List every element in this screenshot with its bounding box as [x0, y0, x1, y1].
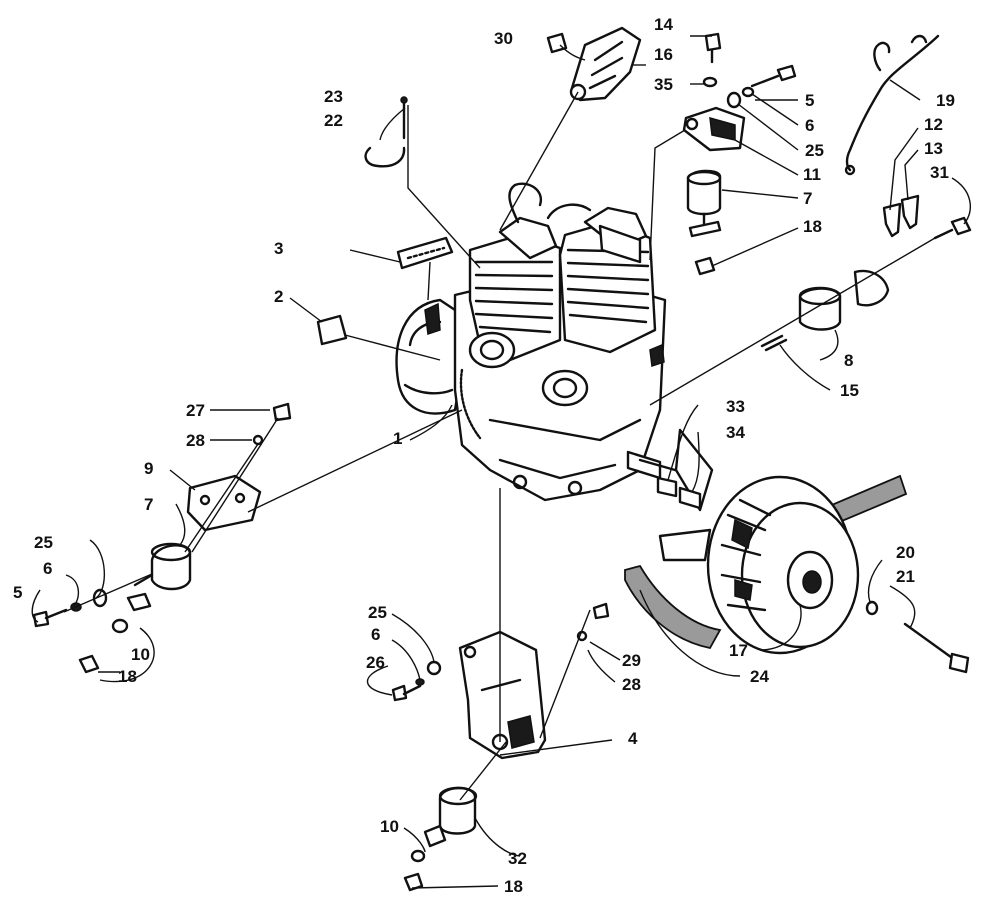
- left-mount-group: [32, 402, 292, 674]
- right-front-mount-group: [682, 32, 797, 276]
- callout-9: 9: [144, 459, 153, 478]
- callout-10-bottom: 10: [380, 817, 399, 836]
- callout-19: 19: [936, 91, 955, 110]
- callout-26: 26: [366, 653, 385, 672]
- drive-clutch-assembly: [624, 428, 970, 674]
- callout-25-left: 25: [34, 533, 53, 552]
- callout-25-bottom: 25: [368, 603, 387, 622]
- callout-6-right: 6: [805, 116, 814, 135]
- callout-33: 33: [726, 397, 745, 416]
- rear-mount-group: [760, 269, 890, 352]
- callout-6-bottom: 6: [371, 625, 380, 644]
- callout-23: 23: [324, 87, 343, 106]
- callout-25-right: 25: [805, 141, 824, 160]
- callout-5-left: 5: [13, 583, 22, 602]
- callout-5-right: 5: [805, 91, 814, 110]
- callout-31: 31: [930, 163, 949, 182]
- callout-11: 11: [803, 165, 821, 184]
- callout-22: 22: [324, 111, 343, 130]
- callout-15: 15: [840, 381, 859, 400]
- ground-wire-harness: [844, 34, 940, 176]
- callout-18-bottom: 18: [504, 877, 523, 896]
- callout-28-bottom: 28: [622, 675, 641, 694]
- callout-20: 20: [896, 543, 915, 562]
- callout-4: 4: [628, 729, 638, 748]
- callout-7-right: 7: [803, 189, 812, 208]
- callout-7-left: 7: [144, 495, 153, 514]
- callout-labels: 1 2 3 4 5 5 6 6 6 7 7 8 9 10 10 11 12 13…: [13, 15, 955, 896]
- callout-24: 24: [750, 667, 769, 686]
- callout-17: 17: [729, 641, 748, 660]
- callout-18-right: 18: [803, 217, 822, 236]
- callout-12: 12: [924, 115, 943, 134]
- callout-2: 2: [274, 287, 283, 306]
- callout-28-left: 28: [186, 431, 205, 450]
- callout-10-left: 10: [131, 645, 150, 664]
- callout-21: 21: [896, 567, 915, 586]
- exhaust-mount-bracket: [546, 26, 642, 102]
- callout-30: 30: [494, 29, 513, 48]
- callout-16: 16: [654, 45, 673, 64]
- callout-14: 14: [654, 15, 673, 34]
- callout-18-left: 18: [118, 667, 137, 686]
- air-intake-pads: [316, 96, 454, 346]
- callout-27: 27: [186, 401, 205, 420]
- leader-lines: [31, 35, 972, 889]
- callout-29: 29: [622, 651, 641, 670]
- callout-35: 35: [654, 75, 673, 94]
- callout-34: 34: [726, 423, 745, 442]
- adjuster-plates: [882, 194, 972, 240]
- callout-3: 3: [274, 239, 283, 258]
- callout-6-left: 6: [43, 559, 52, 578]
- callout-32: 32: [508, 849, 527, 868]
- callout-1: 1: [393, 429, 402, 448]
- callout-13: 13: [924, 139, 943, 158]
- callout-8: 8: [844, 351, 853, 370]
- engine-assembly: [395, 182, 677, 502]
